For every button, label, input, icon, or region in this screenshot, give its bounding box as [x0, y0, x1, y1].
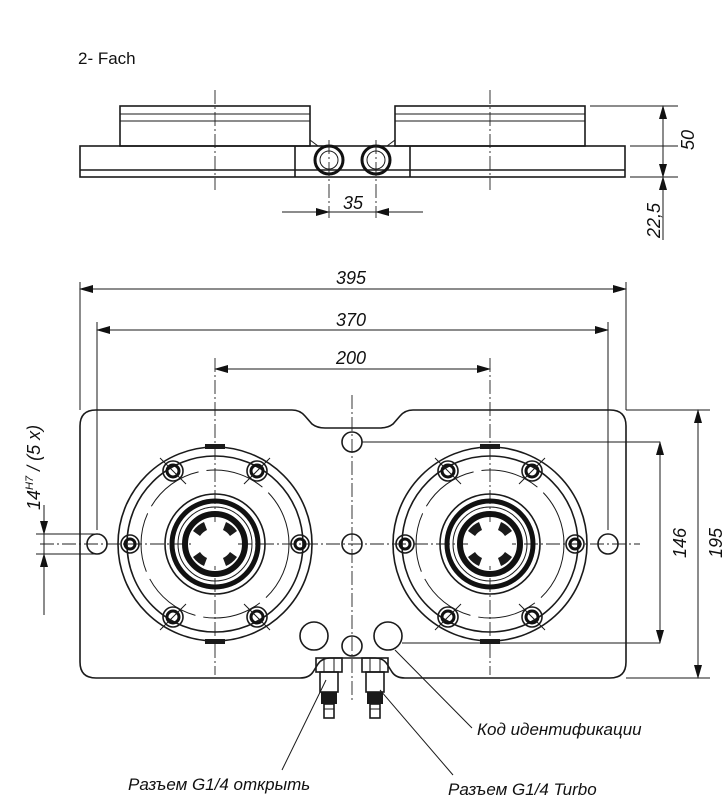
side-view: 35 50 22,5 [79, 90, 698, 240]
dim-200: 200 [335, 348, 366, 368]
callout-id-code: Код идентификации [477, 720, 642, 739]
callout-port-turbo: Разъем G1/4 Turbo [448, 780, 597, 799]
port-circle-left [299, 621, 329, 651]
plate-hole-right [597, 533, 619, 555]
dim-395: 395 [336, 268, 367, 288]
left-clamping-module [117, 444, 313, 644]
plate-hole-center [341, 533, 363, 555]
right-module-bolts [395, 460, 585, 628]
fitting-right [361, 657, 389, 719]
base-plate-outline [79, 409, 627, 679]
dim-bore: 14H7 / (5 x) [24, 425, 44, 510]
leader-id-code [394, 649, 473, 729]
dim-22-5: 22,5 [644, 202, 664, 239]
left-module-bolts [120, 460, 310, 628]
drawing-title: 2- Fach [78, 49, 136, 68]
dim-35: 35 [343, 193, 364, 213]
fitting-left [315, 657, 343, 719]
dim-146: 146 [670, 527, 690, 558]
callout-port-open: Разъем G1/4 открыть [128, 775, 310, 794]
top-view: 395 370 200 [24, 268, 726, 776]
port-circle-center [341, 635, 363, 657]
dim-50: 50 [678, 130, 698, 150]
side-base-plate [79, 145, 626, 178]
port-circle-right [373, 621, 403, 651]
leader-port-open [281, 679, 327, 771]
leader-port-turbo [379, 689, 454, 776]
dim-195: 195 [706, 527, 726, 558]
dim-370: 370 [336, 310, 366, 330]
right-clamping-module [392, 444, 588, 644]
